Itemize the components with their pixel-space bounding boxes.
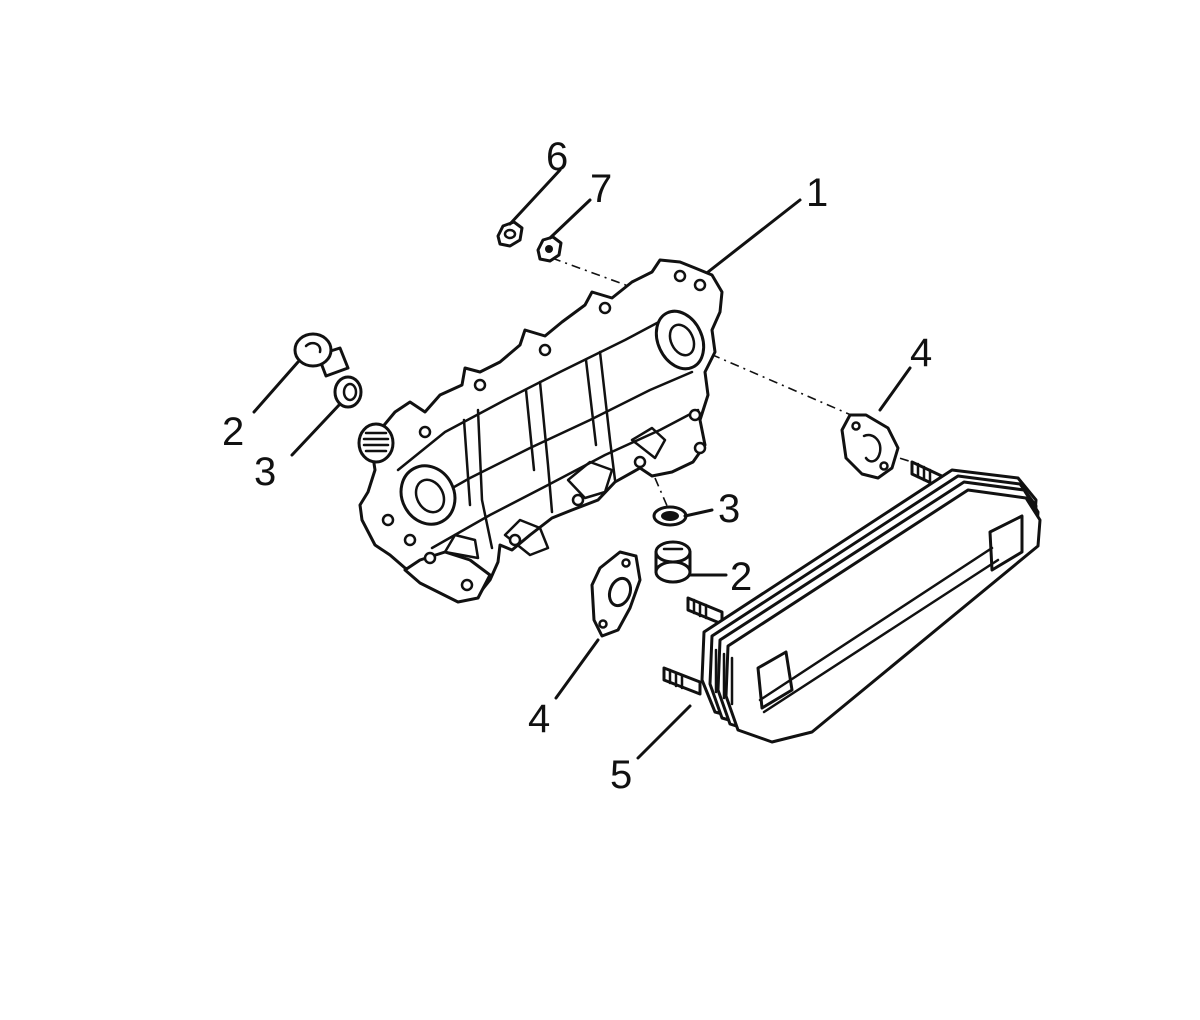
stud [662, 666, 702, 696]
callout-2: 2 [222, 410, 244, 454]
gasket [590, 550, 642, 638]
gasket [840, 413, 900, 480]
callout-2: 2 [730, 555, 752, 599]
leader-lines [252, 168, 912, 760]
callout-3: 3 [718, 487, 740, 531]
oil-cooler-housing [357, 258, 724, 604]
callouts: 1 2 3 6 7 4 3 2 4 5 [222, 135, 932, 797]
callout-5: 5 [610, 753, 632, 797]
callout-3: 3 [254, 450, 276, 494]
oil-cooler-element [662, 460, 1042, 744]
threaded-boss [357, 422, 395, 464]
plug [293, 332, 350, 378]
lock-washer [536, 235, 563, 263]
callout-4: 4 [910, 331, 932, 375]
callout-1: 1 [806, 171, 828, 215]
callout-6: 6 [546, 135, 568, 179]
sealing-washer [652, 505, 688, 527]
callout-7: 7 [590, 167, 612, 211]
sealing-washer [333, 375, 363, 409]
nut [496, 220, 524, 248]
callout-4: 4 [528, 697, 550, 741]
stud [686, 596, 724, 626]
plug [654, 540, 692, 584]
